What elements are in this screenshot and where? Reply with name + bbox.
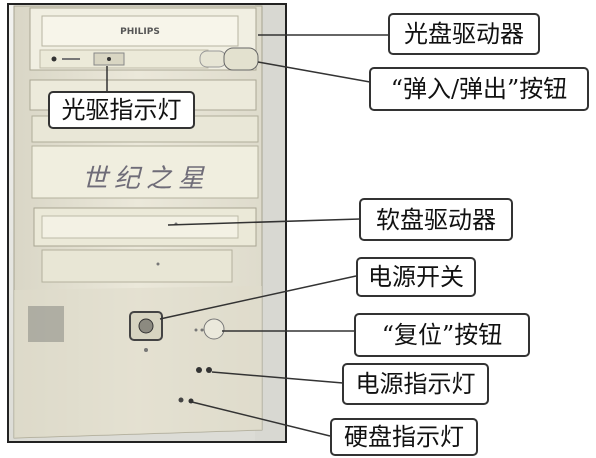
leader-power-indicator <box>211 371 344 384</box>
optical-drive-tray <box>41 15 239 47</box>
label-floppy-drive: 软盘驱动器 <box>359 198 513 241</box>
headphone-jack <box>51 56 57 62</box>
leader-hdd-indicator <box>191 401 331 437</box>
label-hdd-indicator: 硬盘指示灯 <box>330 418 478 456</box>
label-optical-indicator: 光驱指示灯 <box>48 91 195 129</box>
leader-power-switch <box>159 275 357 320</box>
hdd-indicator-light <box>178 397 184 403</box>
sticker <box>28 306 64 342</box>
label-optical-drive: 光盘驱动器 <box>388 13 540 55</box>
leader-floppy-drive <box>167 218 361 226</box>
label-power-indicator: 电源指示灯 <box>342 363 489 405</box>
case-logo-text: 世纪之星 <box>81 164 210 194</box>
reset-button <box>203 318 225 340</box>
brand-logo: PHILIPS <box>120 27 160 37</box>
label-reset-button: “复位”按钮 <box>354 313 530 357</box>
eject-button <box>223 47 259 71</box>
power-indicator-light <box>196 367 202 373</box>
leader-eject-button <box>257 61 371 83</box>
logo-bay <box>31 145 259 199</box>
label-eject-button: “弹入/弹出”按钮 <box>369 67 589 111</box>
label-power-switch: 电源开关 <box>356 257 476 297</box>
